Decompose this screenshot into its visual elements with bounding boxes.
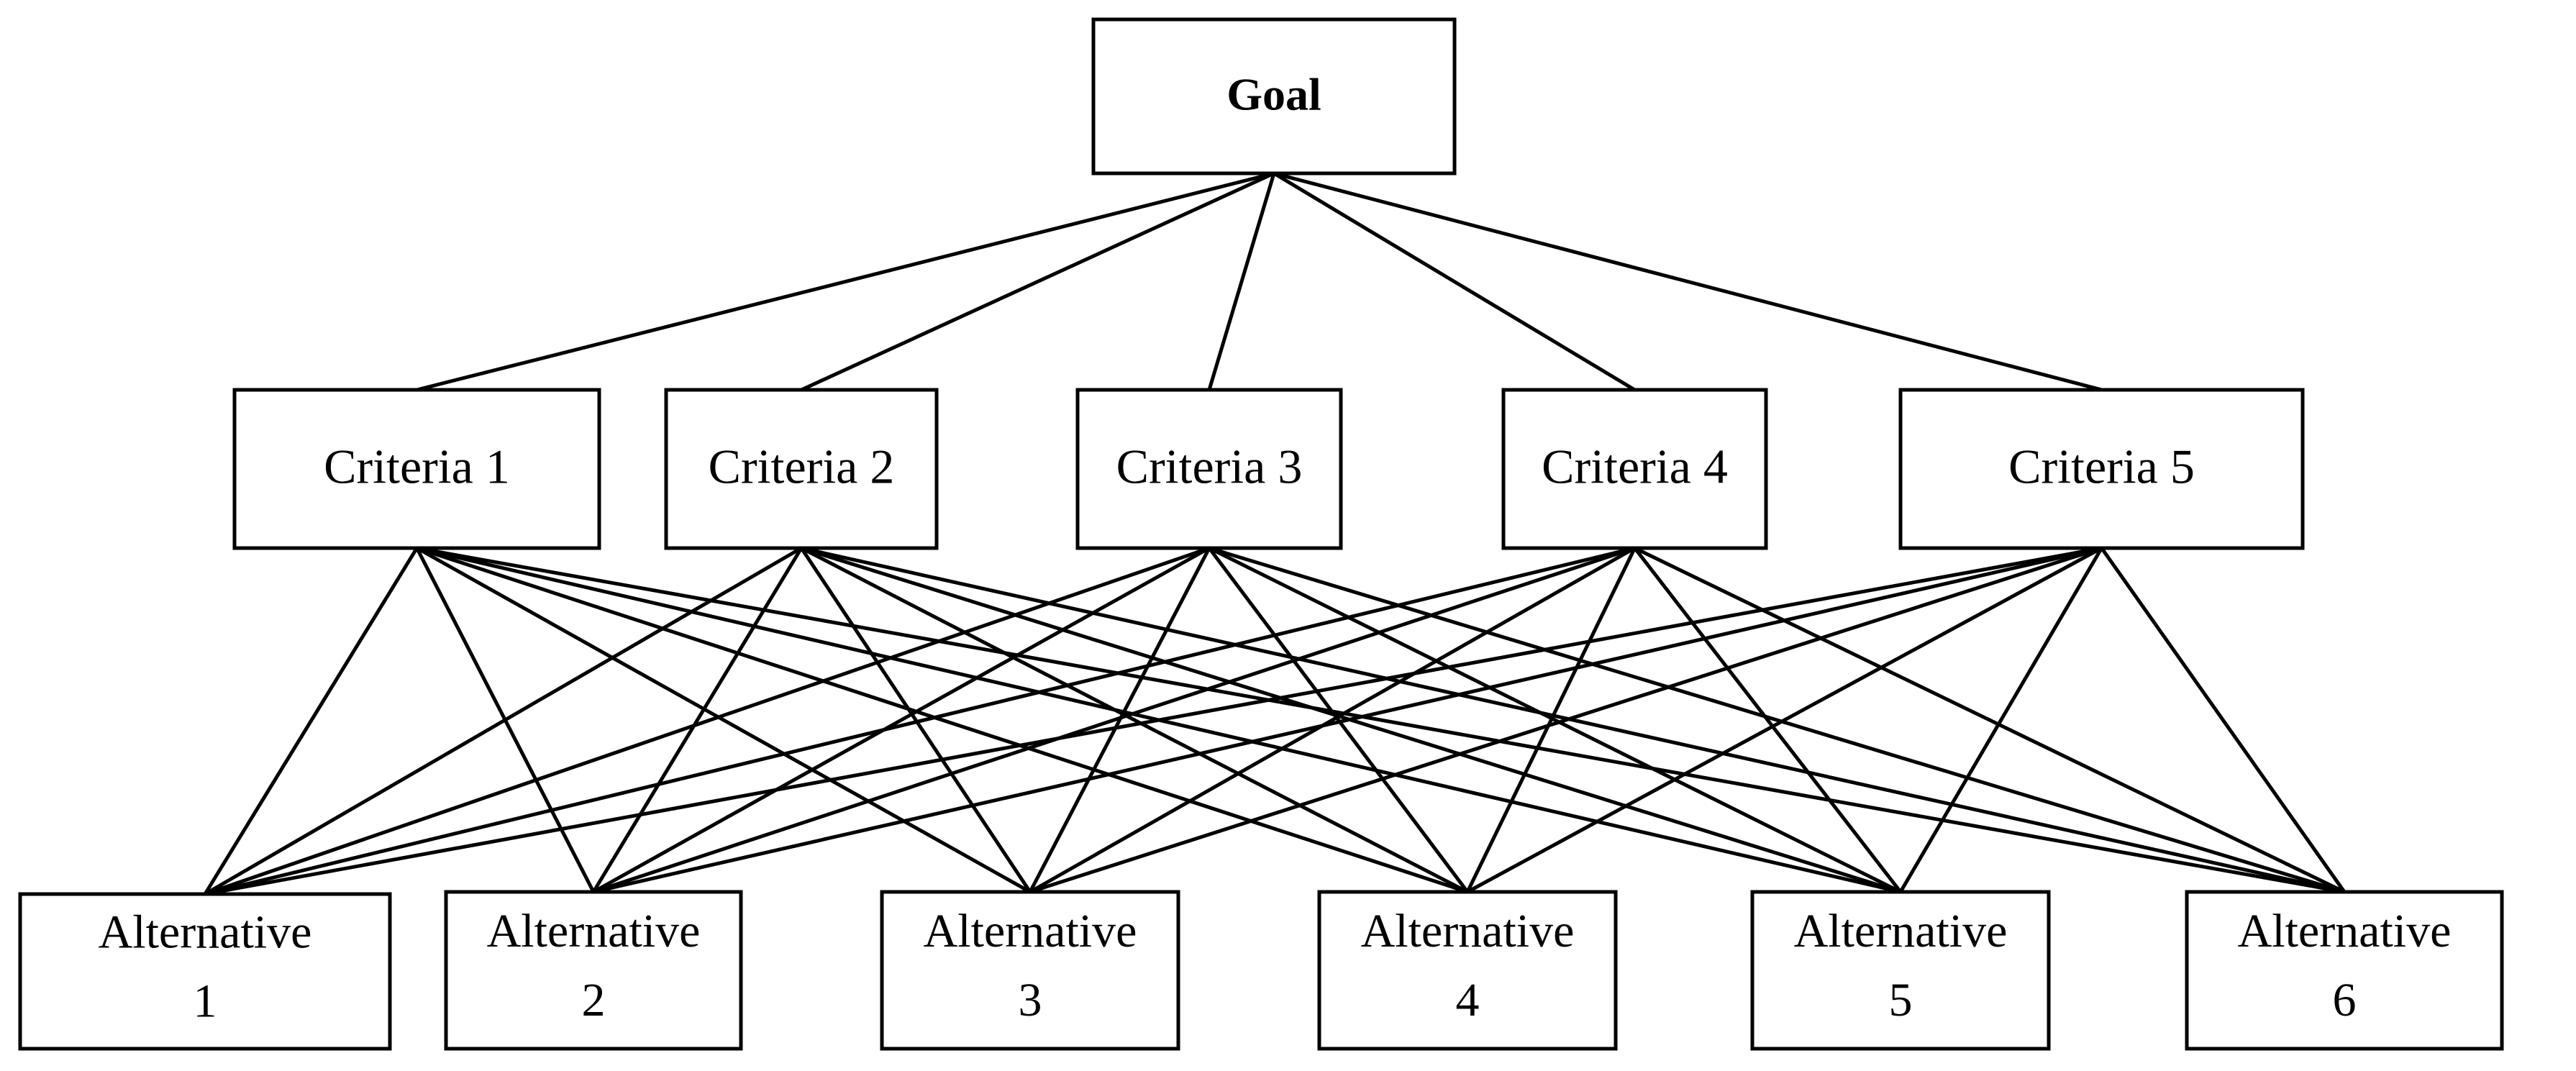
- edge-criteria-4-to-alternative-4: [1465, 547, 1637, 893]
- alternative-node-4-label-line1: Alternative: [1361, 905, 1575, 957]
- edge-criteria-3-to-alternative-2: [592, 546, 1211, 894]
- edge-criteria-2-to-alternative-3: [799, 547, 1032, 893]
- criteria-node-4-label: Criteria 4: [1542, 439, 1728, 494]
- edge-criteria-2-to-alternative-6: [801, 546, 2345, 894]
- edge-criteria-5-to-alternative-5: [1898, 547, 2103, 893]
- alternative-node-2-label-line2: 2: [582, 974, 606, 1026]
- edge-criteria-1-to-alternative-1: [203, 547, 419, 895]
- edge-criteria-5-to-alternative-2: [593, 546, 2103, 894]
- edge-criteria-4-to-alternative-3: [1029, 546, 1636, 894]
- criteria-node-3-label: Criteria 3: [1116, 439, 1303, 494]
- alternative-node-6-label-line2: 6: [2333, 974, 2357, 1026]
- edge-criteria-4-to-alternative-1: [204, 546, 1636, 896]
- alternative-node-6[interactable]: Alternative 6: [2185, 890, 2504, 1051]
- criteria-node-5-label: Criteria 5: [2008, 439, 2195, 494]
- criteria-node-4[interactable]: Criteria 4: [1501, 388, 1768, 550]
- alternative-node-1[interactable]: Alternative 1: [18, 892, 392, 1051]
- edge-goal-to-criteria-3: [1207, 173, 1276, 391]
- alternative-node-3-box[interactable]: [880, 890, 1180, 1051]
- criteria-node-3[interactable]: Criteria 3: [1075, 388, 1343, 550]
- edge-criteria-2-to-alternative-4: [800, 546, 1469, 894]
- alternative-node-3[interactable]: Alternative 3: [880, 890, 1180, 1051]
- edge-criteria-3-to-alternative-1: [204, 546, 1210, 896]
- edge-goal-to-criteria-1: [416, 171, 1275, 392]
- alternative-node-5-label-line1: Alternative: [1794, 905, 2008, 957]
- edge-group-criteria-to-alternatives: [203, 546, 2347, 896]
- criteria-node-4-box[interactable]: [1501, 388, 1768, 550]
- edge-criteria-5-to-alternative-6: [2100, 547, 2347, 893]
- edge-goal-to-criteria-4: [1273, 171, 1636, 392]
- node-group-alternatives: Alternative1Alternative2Alternative3Alte…: [18, 890, 2504, 1051]
- edge-criteria-4-to-alternative-5: [1633, 547, 1902, 893]
- criteria-node-1[interactable]: Criteria 1: [232, 388, 601, 550]
- alternative-node-4-box[interactable]: [1317, 890, 1618, 1051]
- criteria-node-2-box[interactable]: [664, 388, 939, 550]
- alternative-node-4[interactable]: Alternative 4: [1317, 890, 1618, 1051]
- alternative-node-5-box[interactable]: [1750, 890, 2051, 1051]
- node-group-criteria: Criteria 1 Criteria 2 Criteria 3 Criteria 4…: [232, 388, 2305, 550]
- node-group-goal: Goal: [1091, 17, 1457, 176]
- goal-node[interactable]: Goal: [1091, 17, 1457, 176]
- edge-criteria-5-to-alternative-4: [1466, 546, 2103, 894]
- alternative-node-6-box[interactable]: [2185, 890, 2504, 1051]
- criteria-node-5[interactable]: Criteria 5: [1898, 388, 2305, 550]
- alternative-node-3-label-line2: 3: [1019, 974, 1042, 1026]
- alternative-node-1-box[interactable]: [18, 892, 392, 1051]
- criteria-node-2[interactable]: Criteria 2: [664, 388, 939, 550]
- alternative-node-1-label-line2: 1: [194, 975, 217, 1028]
- alternative-node-2-label-line1: Alternative: [487, 905, 701, 957]
- edge-criteria-1-to-alternative-3: [416, 546, 1032, 894]
- alternative-node-5[interactable]: Alternative 5: [1750, 890, 2051, 1051]
- goal-node-label: Goal: [1226, 69, 1321, 120]
- criteria-node-5-box[interactable]: [1898, 388, 2305, 550]
- edge-goal-to-criteria-5: [1273, 171, 2103, 392]
- edge-group-goal-to-criteria: [416, 171, 2103, 392]
- criteria-node-1-box[interactable]: [232, 388, 601, 550]
- edge-criteria-2-to-alternative-1: [204, 546, 803, 896]
- edge-criteria-1-to-alternative-6: [417, 546, 2345, 894]
- criteria-node-3-box[interactable]: [1075, 388, 1343, 550]
- criteria-node-1-label: Criteria 1: [324, 439, 510, 494]
- edge-criteria-1-to-alternative-4: [416, 546, 1468, 894]
- alternative-node-2[interactable]: Alternative 2: [444, 890, 743, 1051]
- alternative-node-2-box[interactable]: [444, 890, 743, 1051]
- edge-criteria-2-to-alternative-2: [591, 547, 804, 893]
- alternative-node-3-label-line1: Alternative: [924, 905, 1137, 957]
- edge-criteria-3-to-alternative-4: [1208, 547, 1469, 893]
- alternative-node-4-label-line2: 4: [1456, 974, 1480, 1026]
- edge-criteria-4-to-alternative-2: [593, 546, 1636, 894]
- edge-goal-to-criteria-2: [800, 171, 1275, 392]
- criteria-node-2-label: Criteria 2: [709, 439, 895, 494]
- edge-criteria-5-to-alternative-1: [204, 546, 2102, 896]
- edge-criteria-5-to-alternative-3: [1029, 546, 2103, 894]
- edge-criteria-3-to-alternative-5: [1208, 546, 1902, 894]
- alternative-node-5-label-line2: 5: [1889, 974, 1913, 1026]
- goal-node-box[interactable]: [1091, 17, 1457, 176]
- alternative-node-6-label-line1: Alternative: [2238, 905, 2452, 957]
- edge-criteria-4-to-alternative-6: [1634, 546, 2346, 894]
- alternative-node-1-label-line1: Alternative: [99, 906, 312, 959]
